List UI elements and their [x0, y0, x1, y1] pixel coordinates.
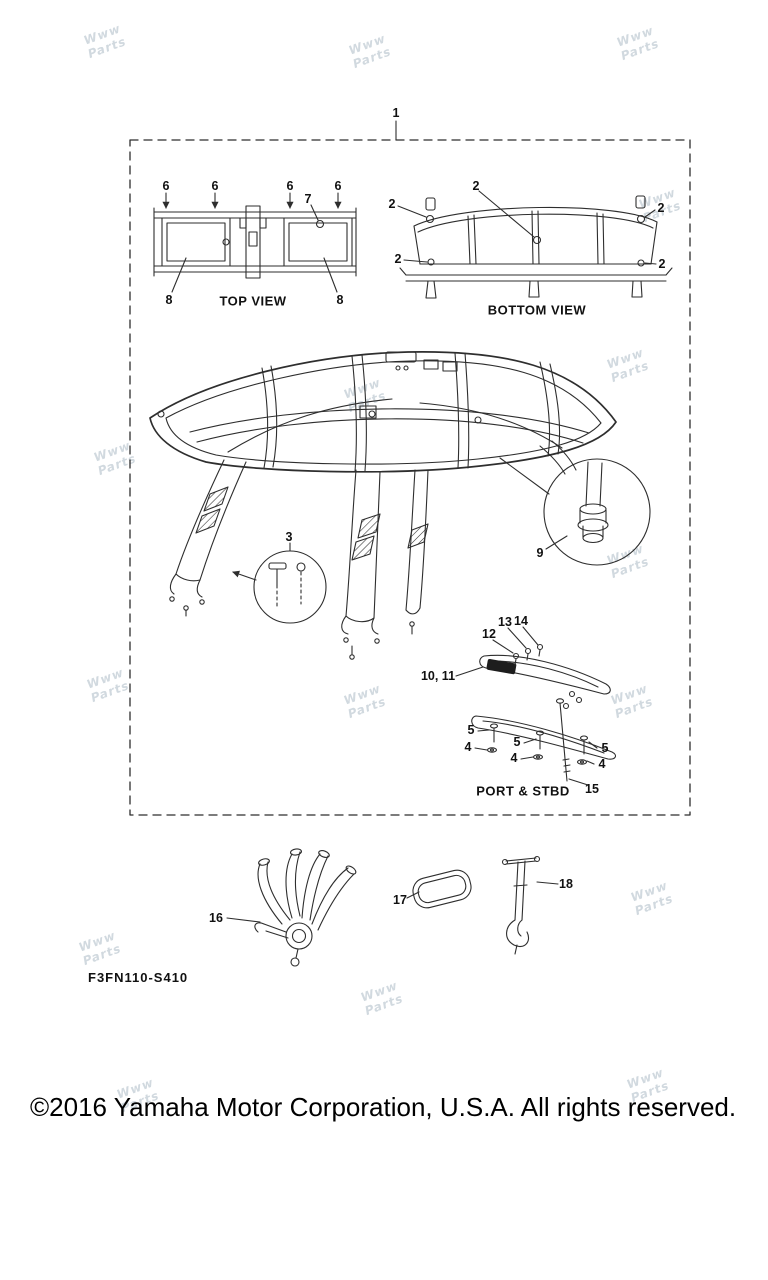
top-view-label: TOP VIEW	[219, 293, 287, 309]
callout-9: 9	[536, 546, 544, 560]
callout-12: 12	[482, 627, 496, 641]
mount-detail-circle	[543, 458, 651, 566]
callout-5: 5	[601, 741, 609, 755]
callout-17: 17	[393, 893, 407, 907]
callout-10-11: 10, 11	[420, 669, 456, 683]
callout-2: 2	[658, 257, 666, 271]
tower-assembly-drawing	[149, 350, 617, 660]
callout-6: 6	[211, 179, 219, 193]
callout-5: 5	[513, 735, 521, 749]
callout-4: 4	[464, 740, 472, 754]
callout-2: 2	[657, 201, 665, 215]
rod-holder-drawing	[254, 848, 357, 967]
callout-2: 2	[394, 252, 402, 266]
callout-14: 14	[514, 614, 528, 628]
callout-7: 7	[304, 192, 312, 206]
callout-6: 6	[334, 179, 342, 193]
callout-8: 8	[336, 293, 344, 307]
callout-2: 2	[472, 179, 480, 193]
callout-6: 6	[286, 179, 294, 193]
diagram-code: F3FN110-S410	[88, 970, 189, 985]
callout-3: 3	[285, 530, 293, 544]
port-stbd-label: PORT & STBD	[476, 783, 570, 799]
callout-4: 4	[510, 751, 518, 765]
callout-16: 16	[209, 911, 223, 925]
callout-15: 15	[585, 782, 599, 796]
bottom-view-drawing	[399, 195, 673, 299]
model-badge	[486, 658, 517, 675]
bottom-view-label: BOTTOM VIEW	[487, 302, 587, 318]
top-view-drawing	[153, 205, 357, 279]
callout-4: 4	[598, 757, 606, 771]
callout-8: 8	[165, 293, 173, 307]
bracket-drawing	[501, 855, 541, 955]
callout-1: 1	[392, 106, 400, 120]
mirror-drawing	[412, 869, 472, 909]
boundary-box	[129, 120, 691, 816]
callout-2: 2	[388, 197, 396, 211]
copyright-text: ©2016 Yamaha Motor Corporation, U.S.A. A…	[30, 1092, 737, 1122]
leader-lines	[162, 190, 657, 923]
callout-5: 5	[467, 723, 475, 737]
callout-18: 18	[559, 877, 573, 891]
callout-6: 6	[162, 179, 170, 193]
callout-13: 13	[498, 615, 512, 629]
